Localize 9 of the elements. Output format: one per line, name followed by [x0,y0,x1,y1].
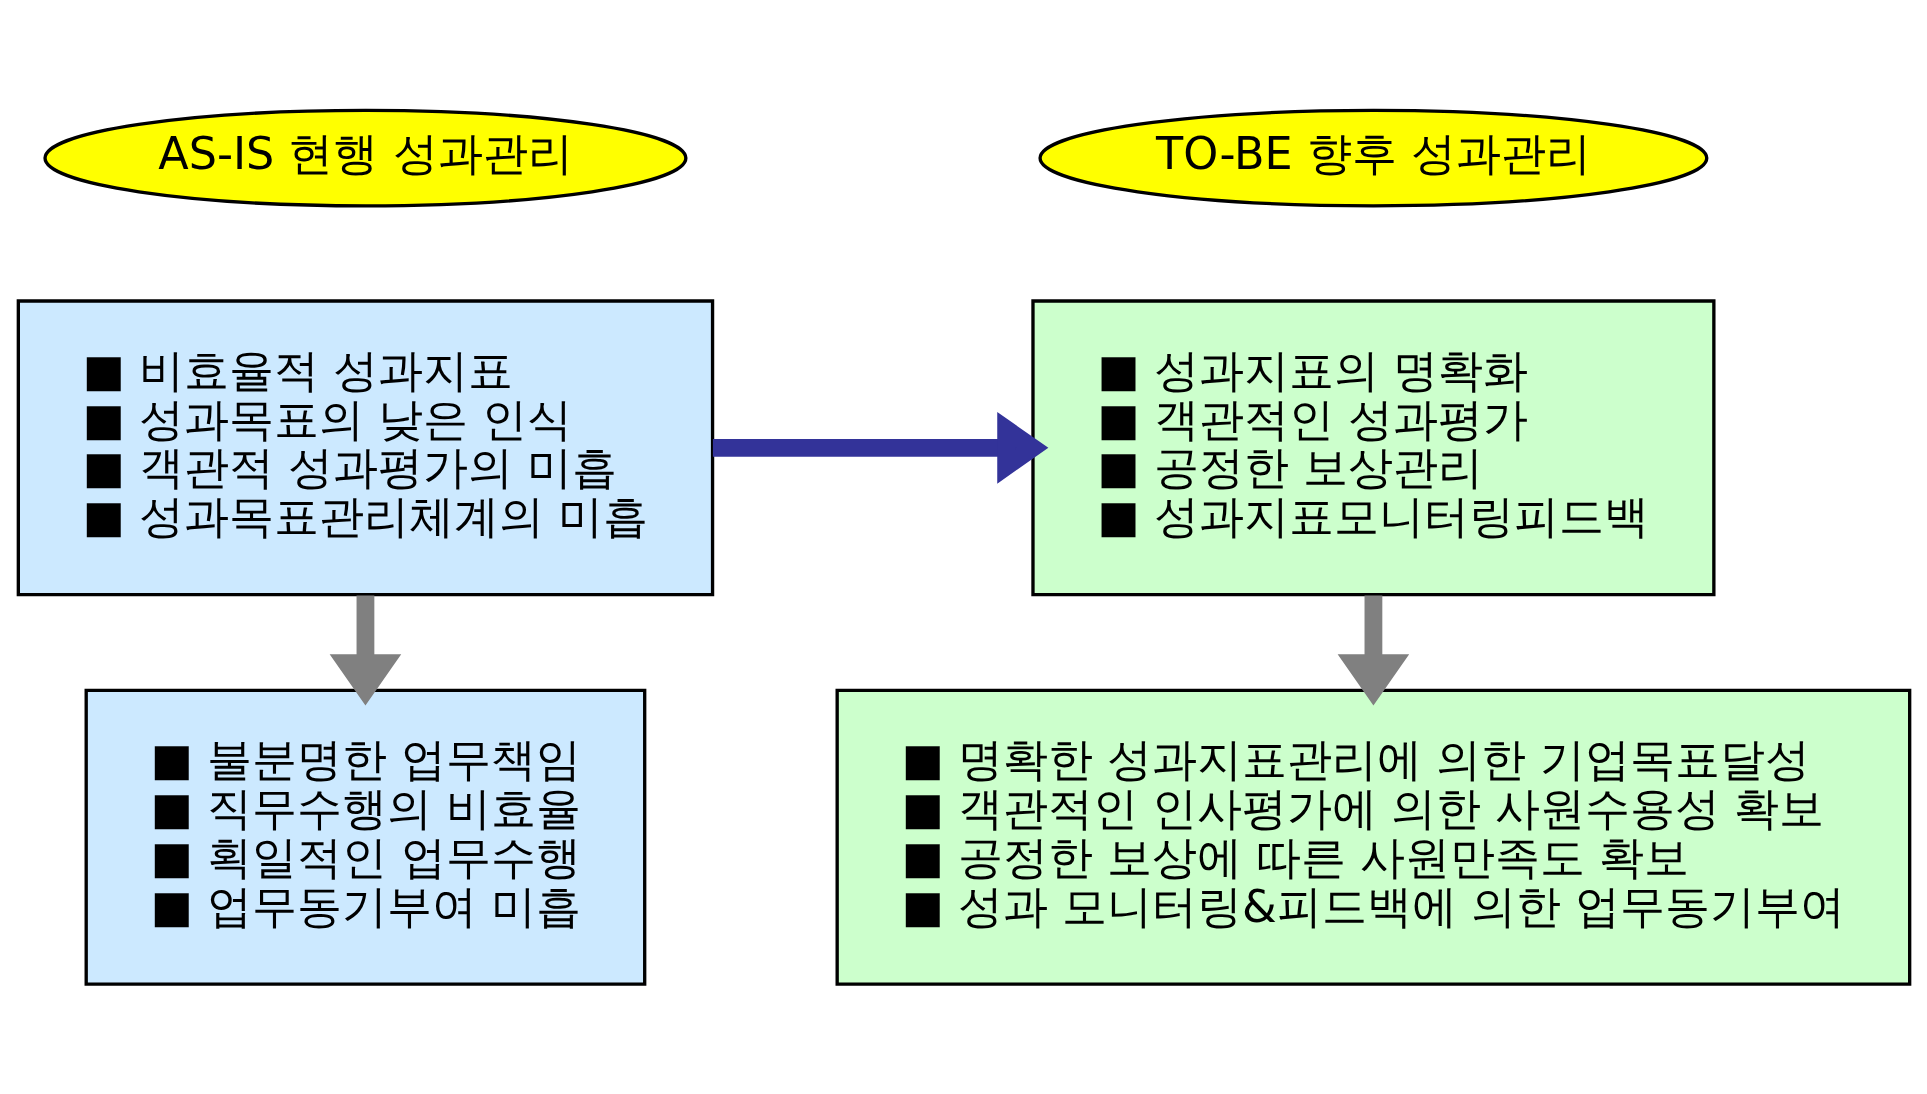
node-box: ■ 명확한 성과지표관리에 의한 기업목표달성 ■ 객관적인 인사평가에 의한 사원수용성 확보 ■ 공정한 보상에 따른 사원만족도 확보 ■ 성과 모니터링&피드백에 의한 업무동기부여 [835,688,1911,986]
arrow [712,411,1048,484]
node-box: ■ 성과지표의 명확화 ■ 객관적인 성과평가 ■ 공정한 보상관리 ■ 성과지표모니터링피드백 [1030,298,1716,596]
node-box: ■ 비효율적 성과지표 ■ 성과목표의 낮은 인식 ■ 객관적 성과평가의 미흡 ■ 성과목표관리체계의 미흡 [16,298,714,596]
arrow [1337,595,1409,705]
node-ellipse: TO-BE 향후 성과관리 [1037,108,1708,207]
node-ellipse: AS-IS 현행 성과관리 [42,108,688,207]
node-box: ■ 불분명한 업무책임 ■ 직무수행의 비효율 ■ 획일적인 업무수행 ■ 업무동기부여 미흡 [84,688,646,986]
arrow [329,595,401,705]
